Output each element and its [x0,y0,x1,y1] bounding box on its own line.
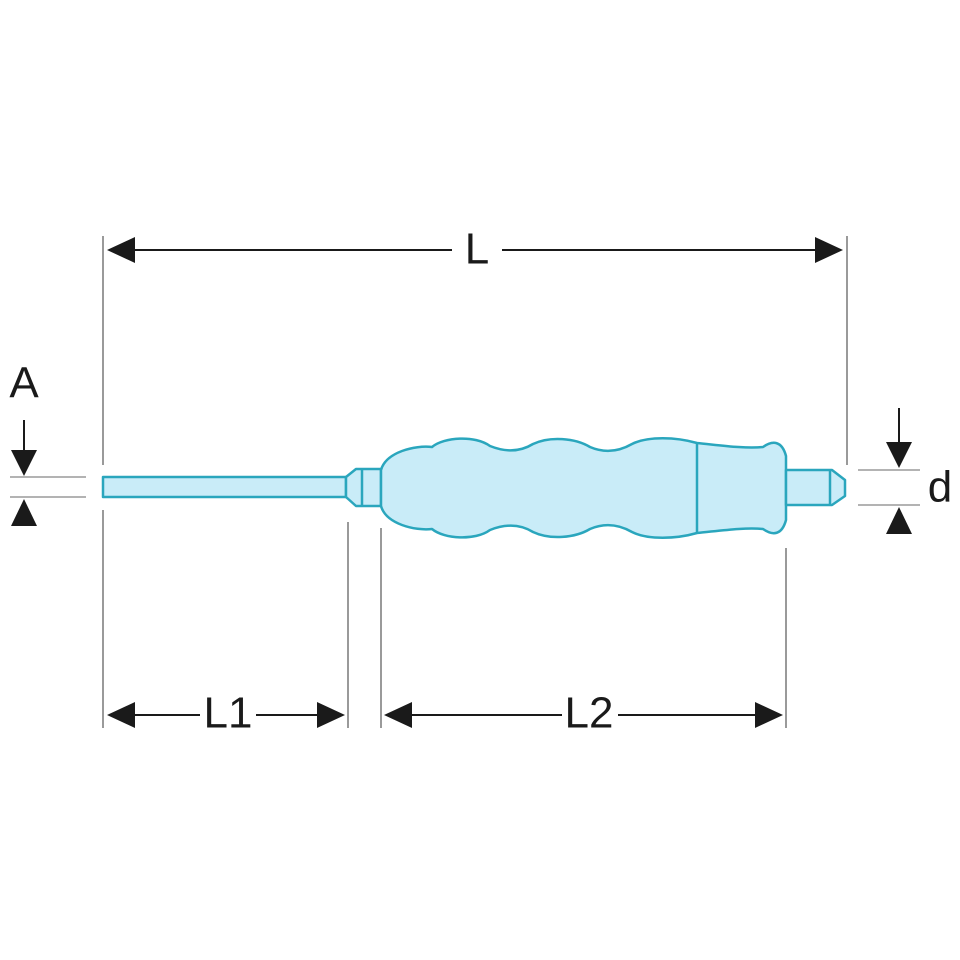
up-arrow-icon [886,507,912,534]
left-arrow-icon [107,702,135,728]
left-arrow-icon [107,237,135,263]
tip-diameter-label: d [928,463,952,512]
blade-size-label: A [9,359,39,408]
blade-length-label: L1 [204,689,253,738]
dimension-blade-size: A [9,359,39,526]
left-arrow-icon [384,702,412,728]
pin-punch-tool [101,437,847,539]
handle [379,437,788,539]
right-arrow-icon [815,237,843,263]
down-arrow-icon [11,450,37,476]
down-arrow-icon [886,442,912,468]
dimension-handle-length: L2 [384,689,783,738]
blade [101,475,348,499]
ferrule [344,467,383,508]
total-length-label: L [465,225,489,274]
dimension-tip-diameter: d [886,408,952,534]
right-arrow-icon [755,702,783,728]
striking-end [784,468,847,507]
handle-length-label: L2 [565,689,614,738]
dimension-total-length: L [107,225,843,274]
dimension-blade-length: L1 [107,689,345,738]
right-arrow-icon [317,702,345,728]
up-arrow-icon [11,499,37,526]
extension-lines [10,236,920,728]
